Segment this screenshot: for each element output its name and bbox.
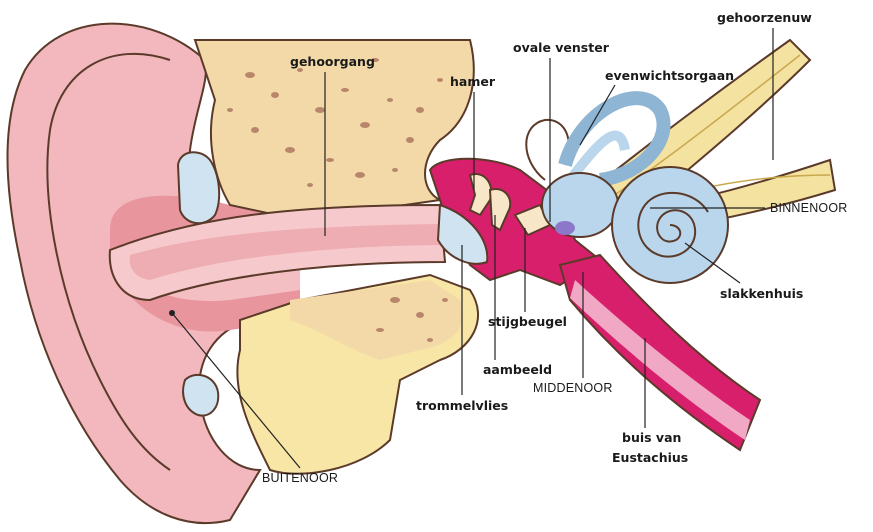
- label-trommelvlies: trommelvlies: [416, 398, 508, 413]
- label-buitenoor: BUITENOOR: [262, 471, 338, 485]
- label-eustachius: Eustachius: [612, 450, 688, 465]
- semicircular-canal-1: [526, 120, 569, 180]
- eustachian-tube-lining: [570, 280, 750, 440]
- label-slakkenhuis: slakkenhuis: [720, 286, 803, 301]
- label-hamer: hamer: [450, 74, 496, 89]
- canal-dot: [169, 310, 175, 316]
- oval-window: [555, 221, 575, 235]
- label-binnenoor: BINNENOOR: [770, 201, 848, 215]
- cartilage-upper: [178, 152, 219, 223]
- label-aambeeld: aambeeld: [483, 362, 552, 377]
- label-middenoor: MIDDENOOR: [533, 381, 613, 395]
- label-gehoorzenuw: gehoorzenuw: [717, 10, 812, 25]
- label-gehoorgang: gehoorgang: [290, 54, 375, 69]
- vestibule: [542, 173, 618, 237]
- cartilage-lower: [183, 375, 218, 416]
- label-buis-van: buis van: [622, 430, 681, 445]
- label-evenwichtsorgaan: evenwichtsorgaan: [605, 68, 734, 83]
- label-ovale-venster: ovale venster: [513, 40, 610, 55]
- label-stijgbeugel: stijgbeugel: [488, 314, 567, 329]
